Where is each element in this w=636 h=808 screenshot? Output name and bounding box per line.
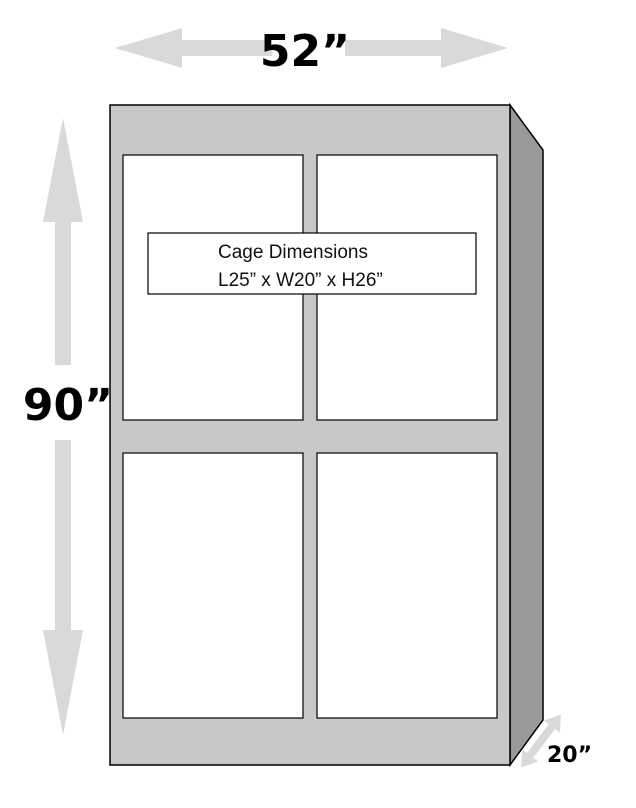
- height-arrow: [43, 118, 83, 735]
- cage-dimensions-box: [147, 232, 477, 295]
- cage-dimensions-title: Cage Dimensions: [218, 242, 368, 263]
- cabinet-side: [509, 102, 544, 768]
- cage-bottom-right: [316, 452, 498, 719]
- height-label: 90”: [23, 380, 113, 431]
- width-arrow: [115, 28, 508, 68]
- cage-bottom-left: [122, 452, 304, 719]
- cage-dimensions-value: L25” x W20” x H26”: [218, 270, 383, 291]
- depth-label: 20”: [547, 743, 592, 768]
- depth-arrow: [521, 714, 561, 768]
- width-label: 52”: [260, 26, 350, 77]
